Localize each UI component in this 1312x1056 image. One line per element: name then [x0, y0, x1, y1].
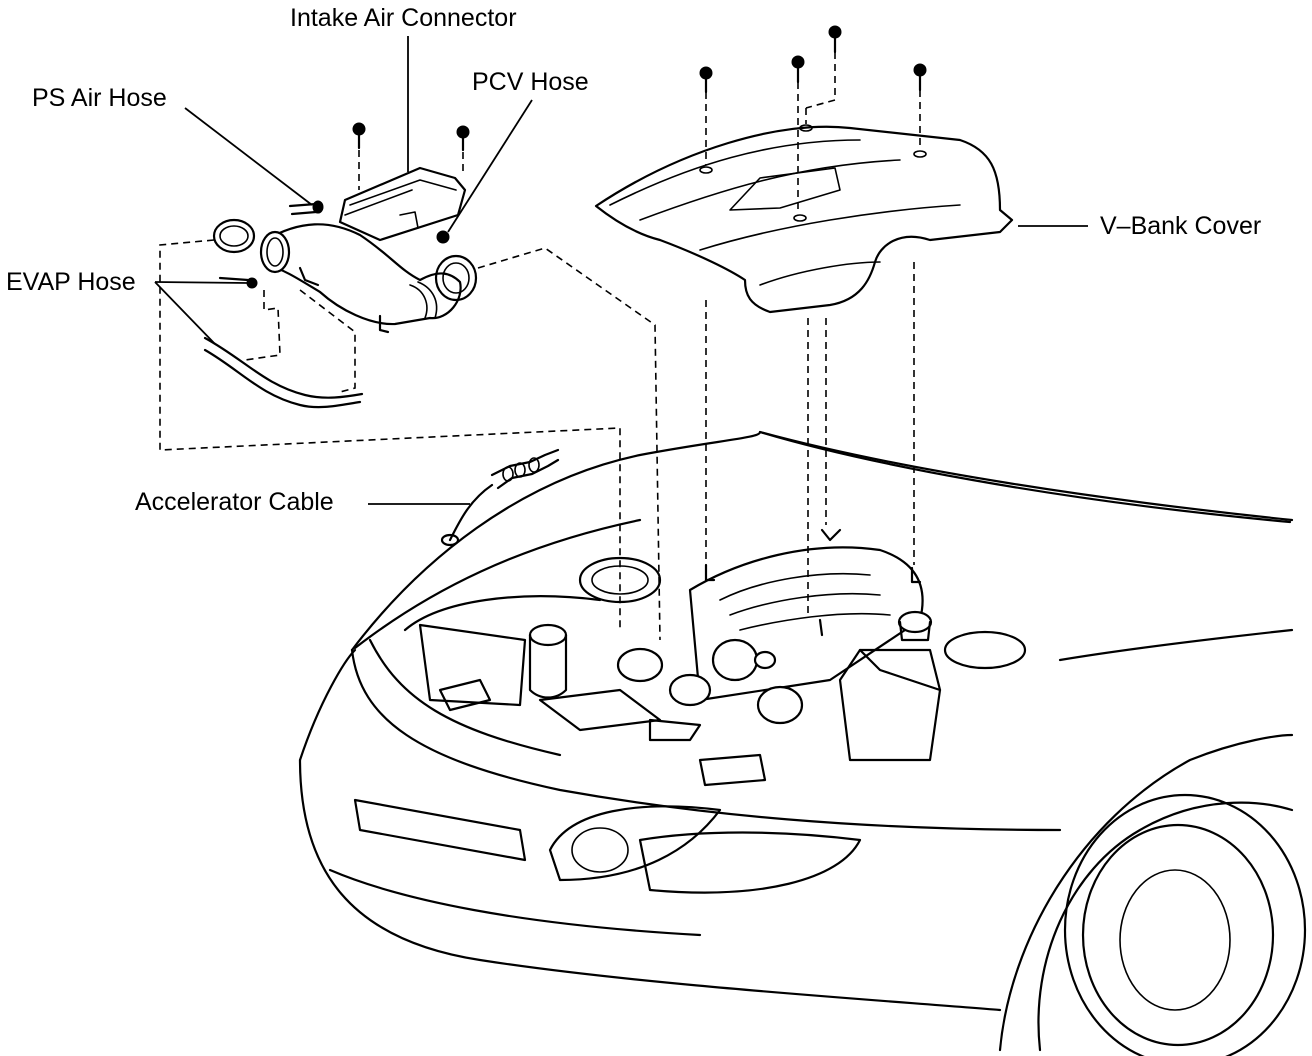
intake-air-connector — [212, 166, 478, 334]
evap-hose-tube — [203, 336, 364, 409]
intake-assembly-lines — [159, 239, 661, 641]
bolt-icon — [791, 55, 805, 84]
bolt-icon — [913, 63, 927, 92]
cover-bolts — [699, 25, 927, 94]
label-evap-hose: EVAP Hose — [6, 268, 136, 296]
intake-bolts — [352, 122, 470, 190]
label-intake-air-connector: Intake Air Connector — [290, 4, 517, 32]
label-accelerator-cable: Accelerator Cable — [135, 488, 334, 516]
cover-assembly-lines — [705, 52, 921, 615]
v-bank-cover — [594, 124, 1014, 314]
car-body — [298, 430, 1307, 1056]
label-pcv-hose: PCV Hose — [472, 68, 589, 96]
bolt-icon — [456, 125, 470, 152]
label-ps-air-hose: PS Air Hose — [32, 84, 167, 112]
bolt-icon — [828, 25, 842, 54]
accelerator-cable — [440, 448, 560, 547]
bolt-icon — [699, 66, 713, 94]
bolt-icon — [352, 122, 366, 150]
labels: Intake Air Connector PS Air Hose PCV Hos… — [6, 4, 1261, 516]
label-v-bank-cover: V–Bank Cover — [1100, 212, 1261, 240]
leader-lines — [154, 36, 1088, 505]
engine-bay — [403, 528, 1027, 787]
